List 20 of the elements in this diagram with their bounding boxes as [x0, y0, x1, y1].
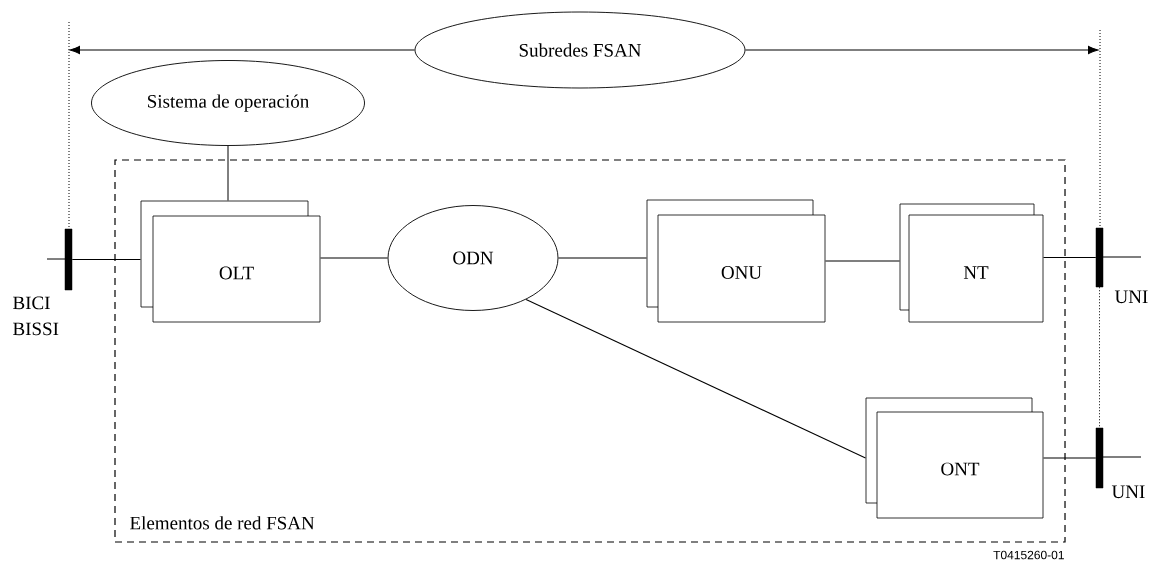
interface-label: UNI — [1114, 290, 1148, 304]
figure-code: T0415260-01 — [993, 550, 1064, 560]
arrow — [69, 45, 416, 55]
interface-label: BICI BISSI — [13, 296, 59, 336]
connector-line — [525, 299, 866, 459]
interface-label: UNI — [1111, 485, 1145, 499]
stacked-box: ONT — [865, 397, 1044, 519]
connector-line — [1043, 457, 1097, 459]
connector-line — [1043, 257, 1097, 258]
connector-line — [320, 257, 389, 259]
boundary-label: Elementos de red FSAN — [130, 516, 315, 530]
connector-line — [227, 145, 229, 201]
connector-line — [825, 260, 900, 262]
connector-line — [71, 259, 141, 260]
stacked-box: OLT — [140, 200, 321, 323]
connector-line — [557, 257, 647, 259]
arrow — [744, 45, 1099, 55]
stacked-box: ONU — [646, 199, 826, 323]
stacked-box: NT — [899, 203, 1044, 323]
dotted-line — [1099, 286, 1100, 429]
